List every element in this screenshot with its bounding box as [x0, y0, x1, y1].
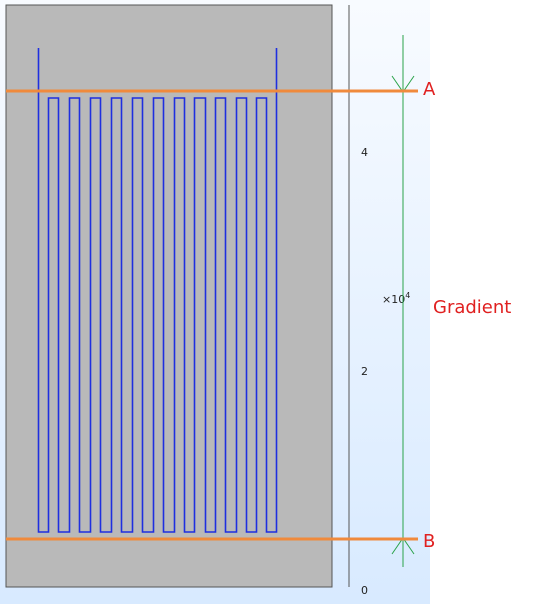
device-panel — [5, 4, 333, 588]
scale-multiplier-exponent: 4 — [405, 291, 410, 300]
scale-tick-label: 2 — [361, 365, 368, 378]
marker-label-b: B — [423, 531, 435, 552]
scale-multiplier: ×104 — [382, 291, 410, 306]
serpentine-trace — [37, 48, 278, 533]
marker-label-a: A — [423, 79, 436, 100]
gradient-label: Gradient — [433, 297, 511, 318]
scale-tick-label: 4 — [361, 146, 368, 159]
scale-tick-label: 0 — [361, 584, 368, 597]
scale-multiplier-base: ×10 — [382, 293, 405, 306]
